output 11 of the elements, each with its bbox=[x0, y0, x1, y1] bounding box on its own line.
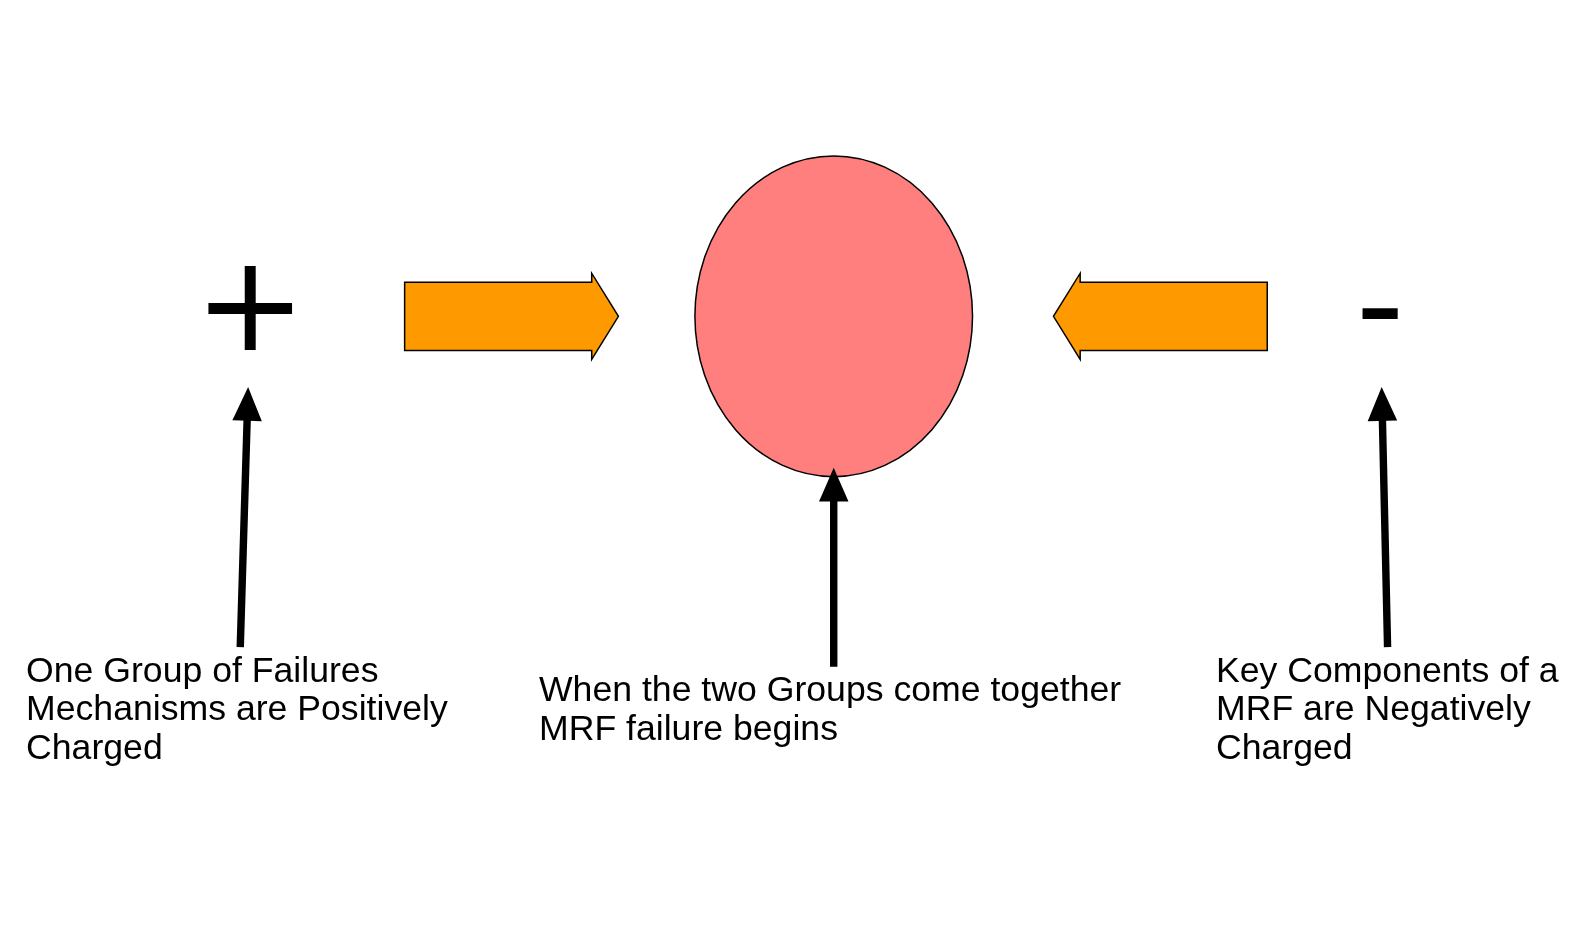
node-arrow bbox=[403, 270, 620, 362]
node-text: + bbox=[194, 225, 307, 382]
node-text: When the two Groups come together MRF failure begins bbox=[539, 668, 1122, 748]
arrow bbox=[1367, 386, 1398, 647]
node-text: One Group of Failures Mechanisms are Positively Charged bbox=[26, 649, 448, 767]
node-text: Key Components of a MRF are Negatively Charged bbox=[1216, 649, 1559, 767]
arrow bbox=[818, 467, 849, 667]
node-text: - bbox=[1355, 225, 1405, 382]
node-circle bbox=[694, 154, 974, 477]
arrow bbox=[232, 386, 262, 647]
node-arrow bbox=[1052, 270, 1268, 362]
